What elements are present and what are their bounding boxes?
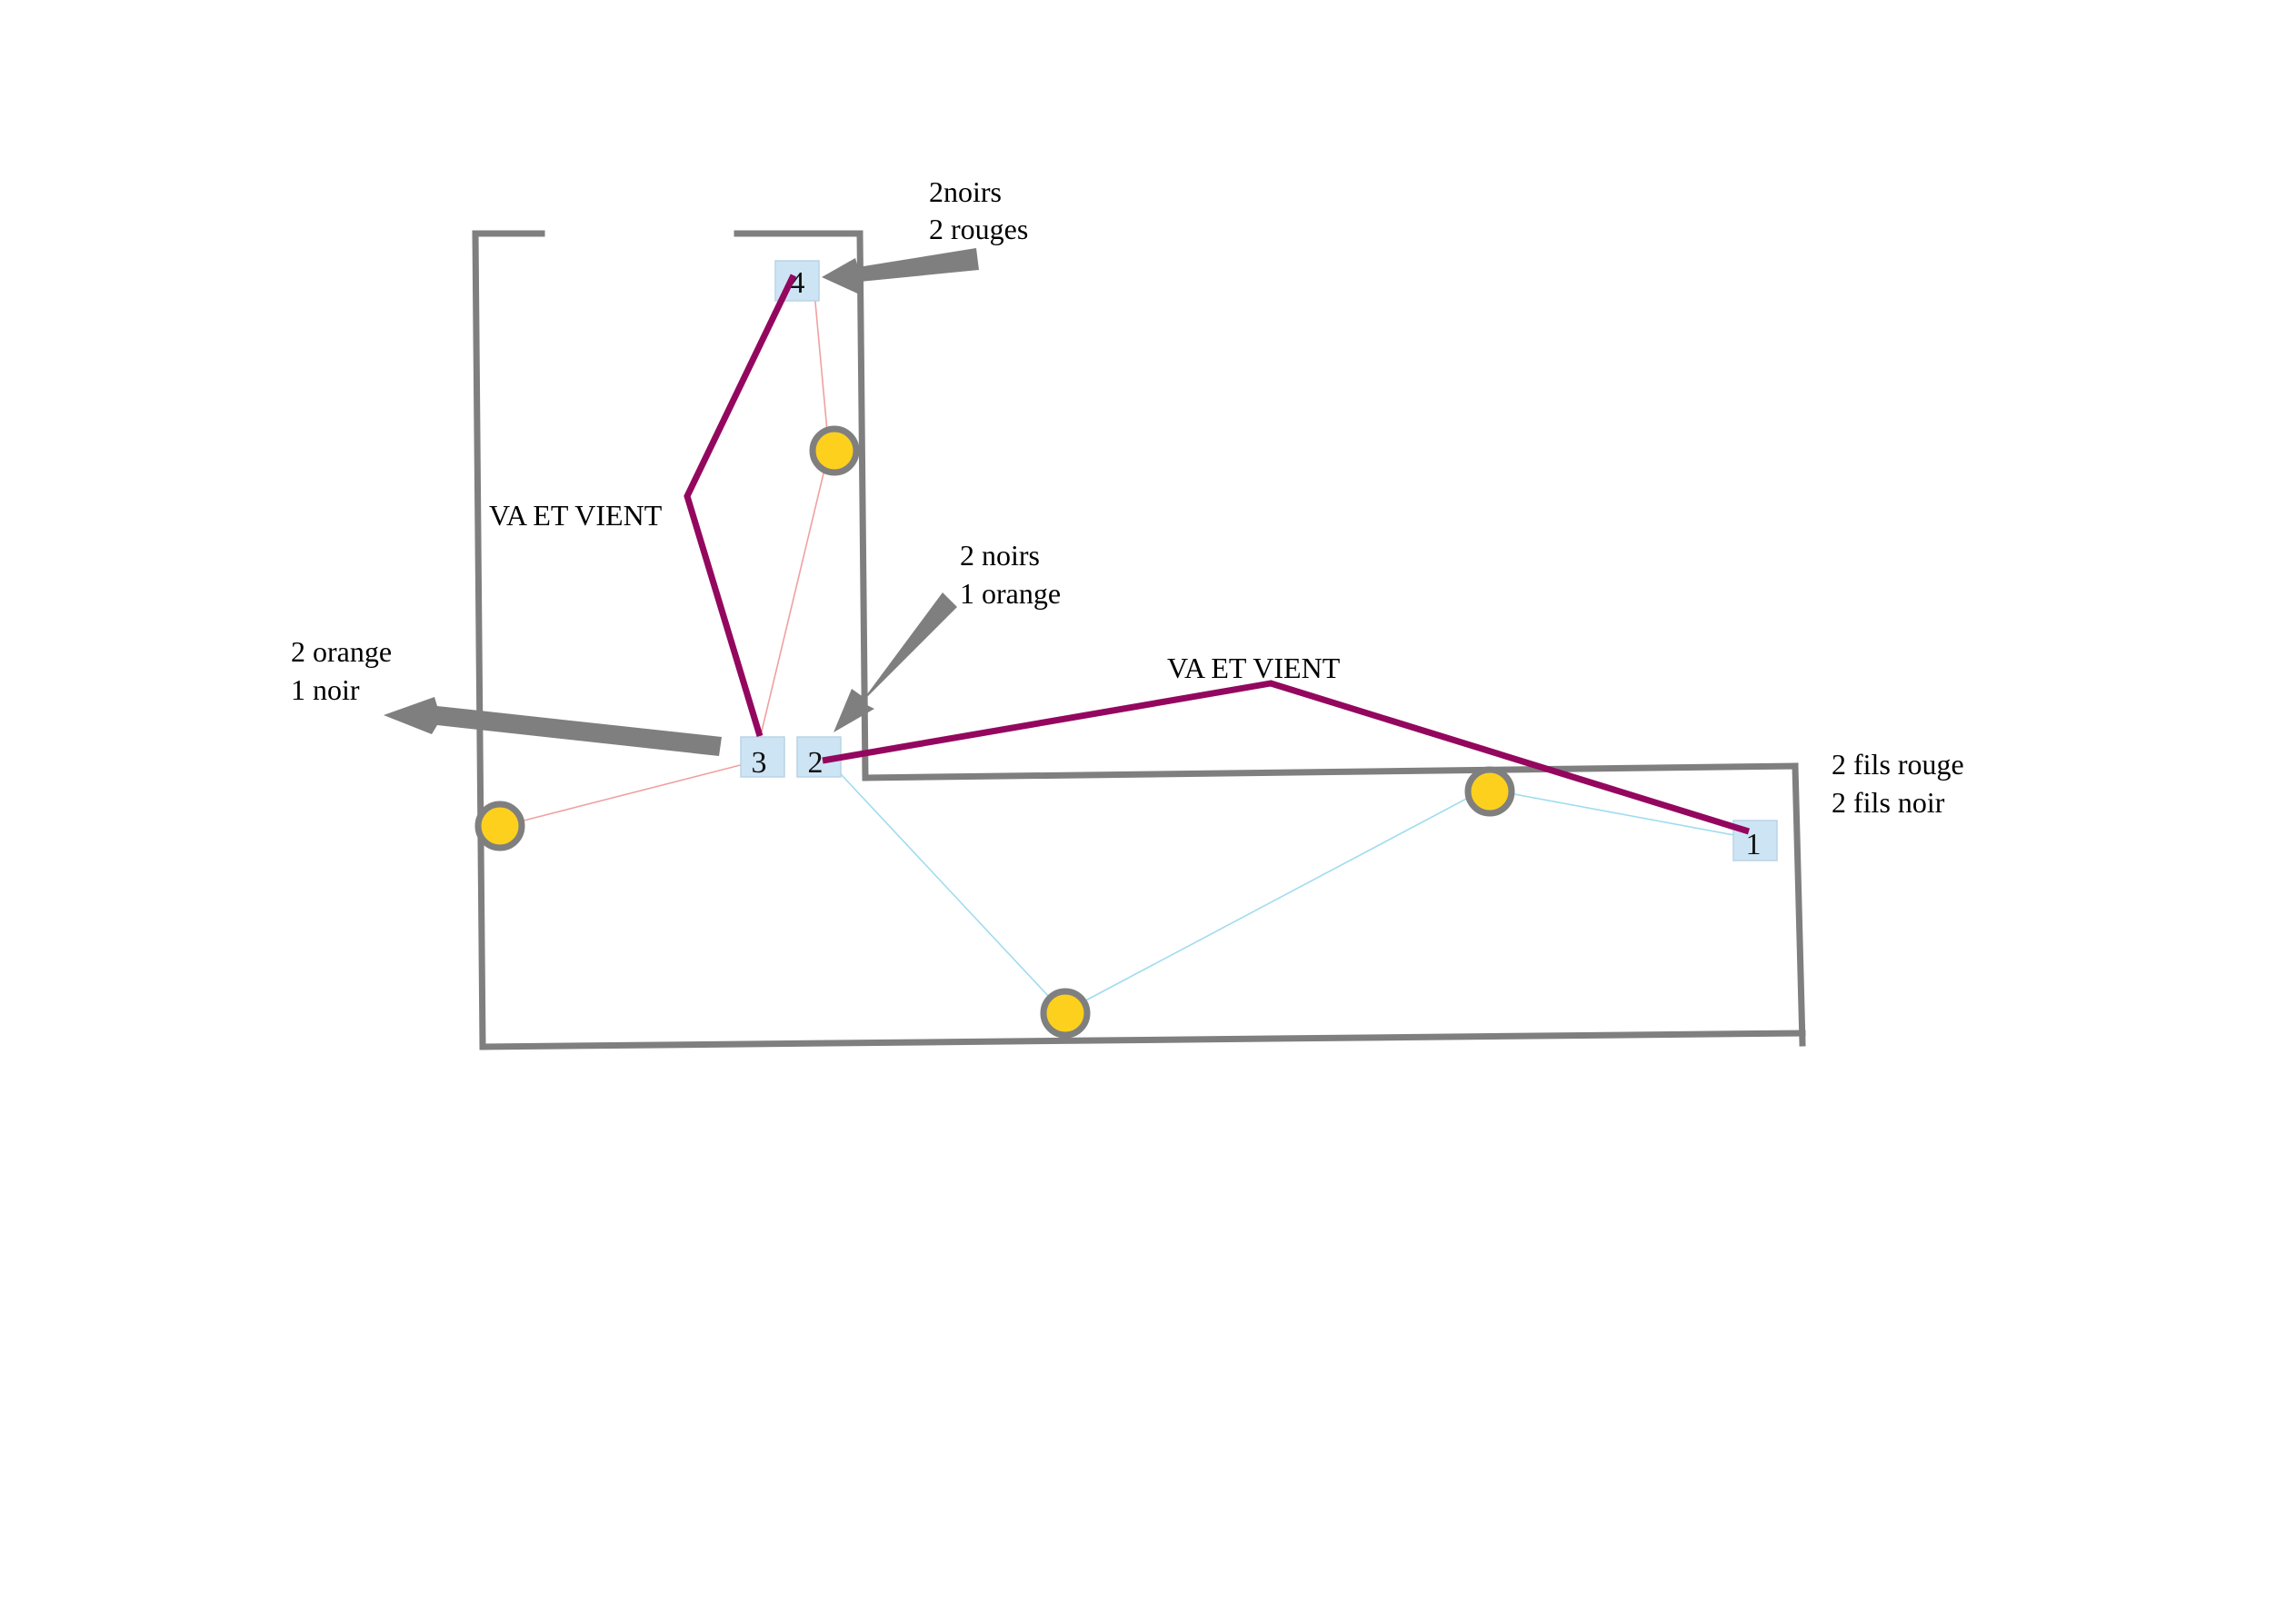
junction-box-4: 4 xyxy=(774,260,820,302)
walls xyxy=(472,230,1806,1050)
junction-box-1-label: 1 xyxy=(1746,828,1762,861)
wire-blue-box2-lamp xyxy=(828,761,1064,1013)
wires xyxy=(498,272,1750,1013)
ceiling-lamp-icon xyxy=(1040,988,1091,1039)
lamps xyxy=(474,425,1515,1039)
va-et-vient-lines xyxy=(684,274,1751,835)
box3-cable-note-line2: 1 noir xyxy=(291,673,360,706)
wall-inner-horizontal xyxy=(862,762,1799,781)
pointer-arrow-icon xyxy=(822,248,979,296)
ceiling-lamp-icon xyxy=(1464,766,1515,817)
wall-left xyxy=(472,230,486,1050)
junction-box-2-label: 2 xyxy=(808,746,824,780)
junction-box-2: 2 xyxy=(796,736,842,780)
va-et-vient-path-box4-box3 xyxy=(684,274,797,738)
box1-cable-note-line2: 2 fils noir xyxy=(1832,786,1945,819)
wire-red-lamp-box3 xyxy=(754,450,830,762)
box1-cable-note-line1: 2 fils rouge xyxy=(1832,748,1964,781)
pointer-arrow-icon xyxy=(834,592,957,732)
junction-box-1: 1 xyxy=(1732,820,1778,861)
junction-boxes: 4 3 2 1 xyxy=(740,260,1778,861)
box4-cable-note-line1: 2noirs xyxy=(929,175,1002,208)
box2-cable-note-line2: 1 orange xyxy=(960,577,1061,610)
wire-blue-lamp-box1 xyxy=(1484,788,1750,839)
wire-red-box4-lamp xyxy=(812,272,830,452)
junction-box-3-label: 3 xyxy=(752,746,767,780)
pointer-arrows xyxy=(384,248,979,756)
va-et-vient-label-top: VA ET VIENT xyxy=(489,499,663,532)
wall-inner-vertical xyxy=(856,230,869,781)
wall-bottom xyxy=(479,1030,1806,1050)
ceiling-lamp-icon xyxy=(474,801,525,851)
wire-blue-lamp-lamp xyxy=(1063,788,1486,1013)
box3-cable-note-line1: 2 orange xyxy=(291,635,392,668)
wall-right xyxy=(1792,762,1806,1047)
labels: VA ET VIENT VA ET VIENT 2noirs 2 rouges … xyxy=(291,175,1964,819)
va-et-vient-path-box2-box1 xyxy=(822,680,1751,835)
pointer-arrow-icon xyxy=(384,697,722,756)
wire-red-box3-lamp xyxy=(498,761,755,828)
ceiling-lamp-icon xyxy=(809,425,860,476)
junction-box-4-label: 4 xyxy=(790,266,805,300)
box2-cable-note-line1: 2 noirs xyxy=(960,539,1040,572)
junction-box-3: 3 xyxy=(740,736,785,780)
box4-cable-note-line2: 2 rouges xyxy=(929,213,1028,245)
va-et-vient-label-right: VA ET VIENT xyxy=(1167,652,1341,684)
